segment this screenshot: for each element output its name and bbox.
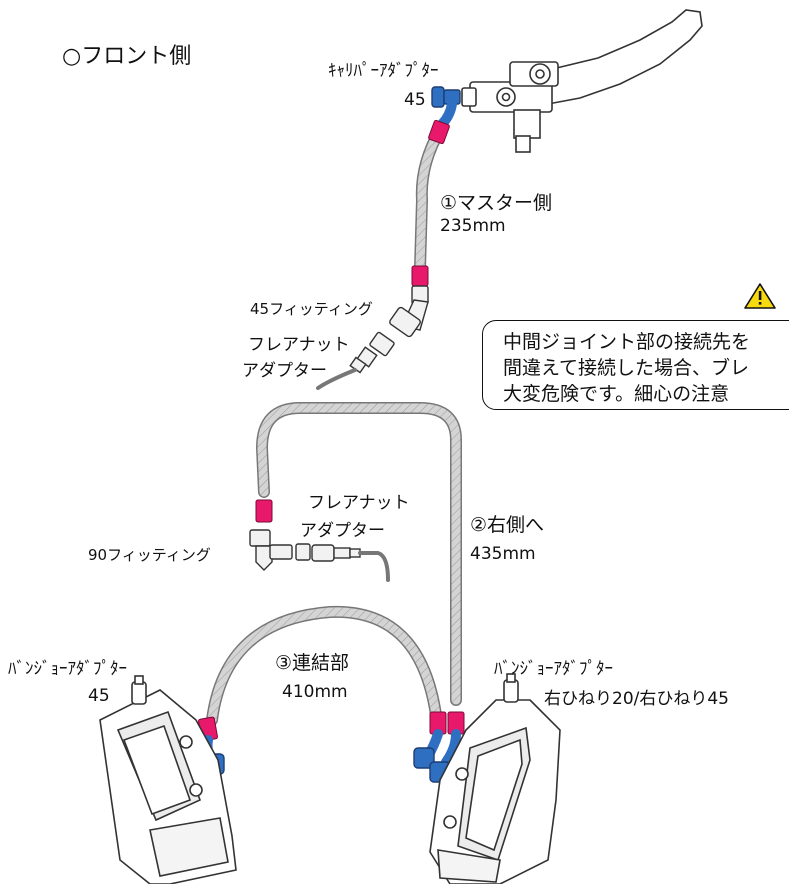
fitting-90-label: 90フィッティング bbox=[88, 546, 211, 564]
master-hose-name: ①マスター側 bbox=[440, 192, 553, 214]
warning-line-2: 間違えて接続した場合、ブレ bbox=[503, 357, 750, 379]
angle-top-label: 45 bbox=[404, 90, 426, 110]
hose-link bbox=[206, 605, 442, 726]
warning-line-1: 中間ジョイント部の接続先を bbox=[503, 331, 751, 353]
master-hose-length: 235mm bbox=[440, 216, 506, 236]
collar-right-top bbox=[255, 499, 273, 523]
flare-nut-adapter-2-label-line1: フレアナット bbox=[308, 493, 410, 513]
warning-box: 中間ジョイント部の接続先を 間違えて接続した場合、ブレ 大変危険です。細心の注意 bbox=[482, 320, 789, 410]
right-hose-name: ②右側へ bbox=[470, 514, 545, 536]
brake-pipe-1 bbox=[316, 368, 357, 390]
caliper-adapter-label: ｷｬﾘﾊﾟｰｱﾀﾞﾌﾟﾀｰ bbox=[328, 61, 439, 81]
flare-nut-adapter-1 bbox=[349, 331, 395, 374]
fitting-45 bbox=[389, 285, 429, 338]
brake-pipe-2 bbox=[358, 551, 390, 582]
banjo-right-fitting bbox=[413, 729, 461, 783]
collar-master-bottom bbox=[411, 265, 429, 287]
banjo-right-label: ﾊﾞﾝｼﾞｮｰｱﾀﾞﾌﾟﾀｰ bbox=[494, 659, 613, 679]
warning-triangle-icon bbox=[744, 283, 776, 309]
link-hose-name: ③連結部 bbox=[275, 652, 350, 674]
warning-line-3: 大変危険です。細心の注意 bbox=[503, 383, 730, 405]
flare-nut-adapter-1-label-line1: フレアナット bbox=[248, 335, 350, 355]
banjo-left-label: ﾊﾞﾝｼﾞｮｰｱﾀﾞﾌﾟﾀｰ bbox=[8, 659, 127, 679]
fitting-90 bbox=[249, 529, 293, 571]
banjo-left-angle: 45 bbox=[88, 686, 110, 706]
brake-lever bbox=[539, 9, 703, 105]
hose-master-side bbox=[414, 124, 446, 274]
flare-nut-adapter-1-label-line2: アダプター bbox=[242, 361, 327, 381]
master-cylinder bbox=[461, 9, 703, 153]
master-adapter-fitting bbox=[431, 86, 461, 129]
fitting-45-label: 45フィッティング bbox=[250, 300, 373, 318]
caliper-right bbox=[429, 673, 561, 884]
hose-right-side bbox=[255, 402, 462, 706]
banjo-right-twist-label: 右ひねり20/右ひねり45 bbox=[544, 689, 729, 709]
flare-nut-adapter-2-label-line2: アダプター bbox=[300, 521, 385, 541]
right-hose-length: 435mm bbox=[470, 544, 536, 564]
page-title: ○フロント側 bbox=[62, 44, 192, 69]
link-hose-length: 410mm bbox=[282, 682, 348, 702]
flare-nut-adapter-2 bbox=[295, 543, 361, 562]
collar-master-top bbox=[428, 119, 450, 145]
caliper-left bbox=[99, 675, 237, 884]
